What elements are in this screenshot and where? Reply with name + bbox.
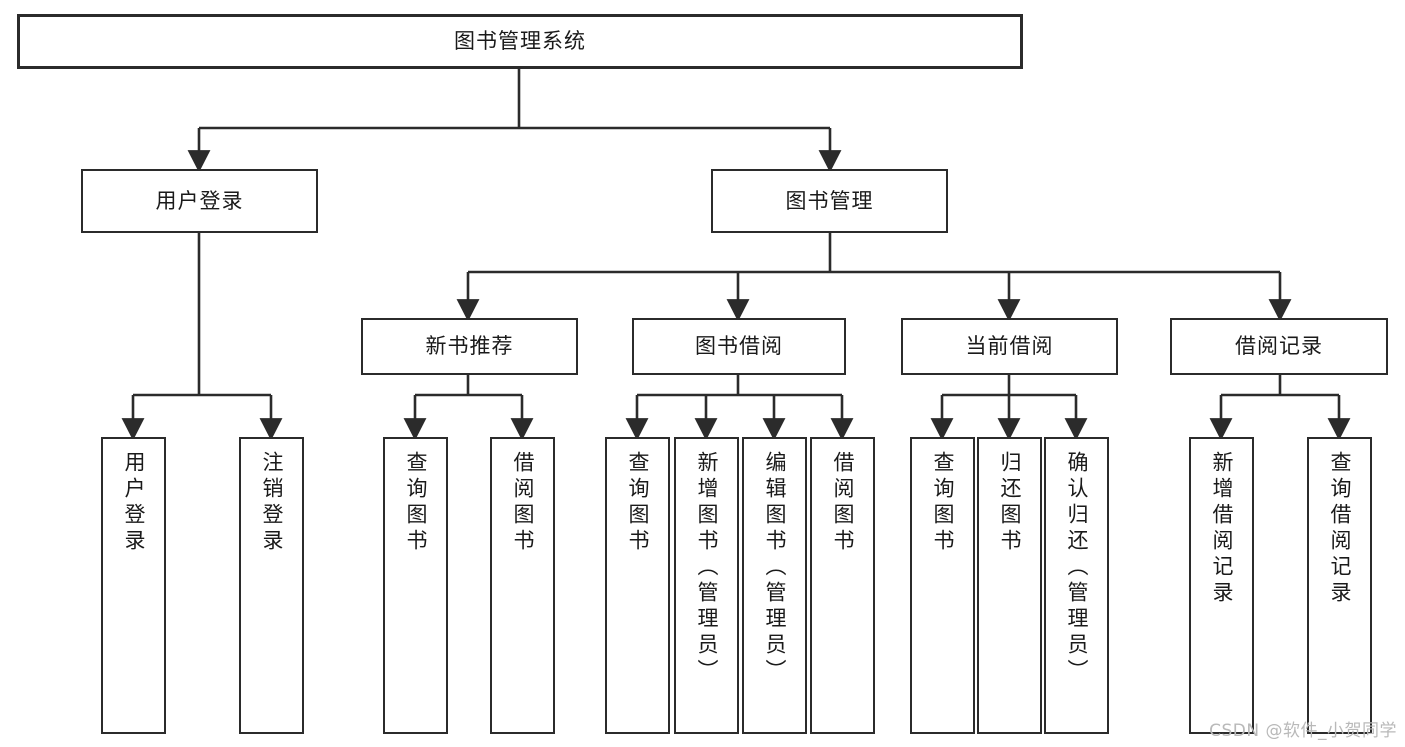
node-leaf-add-book-label: 新增图书（管理员） bbox=[695, 451, 719, 685]
node-borrow-record-label: 借阅记录 bbox=[1235, 334, 1323, 359]
node-leaf-add-record-label: 新增借阅记录 bbox=[1210, 451, 1234, 607]
node-leaf-query-record-label: 查询借阅记录 bbox=[1328, 451, 1352, 607]
node-current-borrow-label: 当前借阅 bbox=[965, 334, 1054, 359]
node-leaf-borrow-book-1-label: 借阅图书 bbox=[511, 451, 535, 555]
node-new-book-recommend[interactable]: 新书推荐 bbox=[361, 318, 578, 375]
node-leaf-borrow-book-2[interactable]: 借阅图书 bbox=[810, 437, 875, 734]
node-book-borrow-label: 图书借阅 bbox=[695, 334, 783, 359]
node-leaf-query-book-3[interactable]: 查询图书 bbox=[910, 437, 975, 734]
node-leaf-confirm-return-label: 确认归还（管理员） bbox=[1065, 451, 1089, 685]
node-leaf-query-book-1[interactable]: 查询图书 bbox=[383, 437, 448, 734]
node-borrow-record[interactable]: 借阅记录 bbox=[1170, 318, 1388, 375]
node-book-management-label: 图书管理 bbox=[785, 188, 874, 213]
node-current-borrow[interactable]: 当前借阅 bbox=[901, 318, 1118, 375]
node-leaf-query-book-2[interactable]: 查询图书 bbox=[605, 437, 670, 734]
node-leaf-logout-login[interactable]: 注销登录 bbox=[239, 437, 304, 734]
node-leaf-return-book[interactable]: 归还图书 bbox=[977, 437, 1042, 734]
node-leaf-user-login[interactable]: 用户登录 bbox=[101, 437, 166, 734]
node-leaf-logout-login-label: 注销登录 bbox=[260, 451, 284, 555]
node-leaf-borrow-book-1[interactable]: 借阅图书 bbox=[490, 437, 555, 734]
node-leaf-query-book-2-label: 查询图书 bbox=[626, 451, 650, 555]
node-leaf-borrow-book-2-label: 借阅图书 bbox=[831, 451, 855, 555]
node-user-login-label: 用户登录 bbox=[155, 188, 244, 213]
node-new-book-recommend-label: 新书推荐 bbox=[425, 334, 514, 359]
node-leaf-return-book-label: 归还图书 bbox=[998, 451, 1022, 555]
node-book-borrow[interactable]: 图书借阅 bbox=[632, 318, 846, 375]
node-leaf-edit-book[interactable]: 编辑图书（管理员） bbox=[742, 437, 807, 734]
node-user-login[interactable]: 用户登录 bbox=[81, 169, 318, 233]
node-leaf-query-book-1-label: 查询图书 bbox=[404, 451, 428, 555]
node-leaf-query-book-3-label: 查询图书 bbox=[931, 451, 955, 555]
node-root[interactable]: 图书管理系统 bbox=[17, 14, 1023, 69]
node-leaf-add-record[interactable]: 新增借阅记录 bbox=[1189, 437, 1254, 734]
node-book-management[interactable]: 图书管理 bbox=[711, 169, 948, 233]
node-leaf-confirm-return[interactable]: 确认归还（管理员） bbox=[1044, 437, 1109, 734]
node-root-label: 图书管理系统 bbox=[454, 29, 586, 54]
node-leaf-query-record[interactable]: 查询借阅记录 bbox=[1307, 437, 1372, 734]
node-leaf-user-login-label: 用户登录 bbox=[122, 451, 146, 555]
node-leaf-add-book[interactable]: 新增图书（管理员） bbox=[674, 437, 739, 734]
node-leaf-edit-book-label: 编辑图书（管理员） bbox=[763, 451, 787, 685]
